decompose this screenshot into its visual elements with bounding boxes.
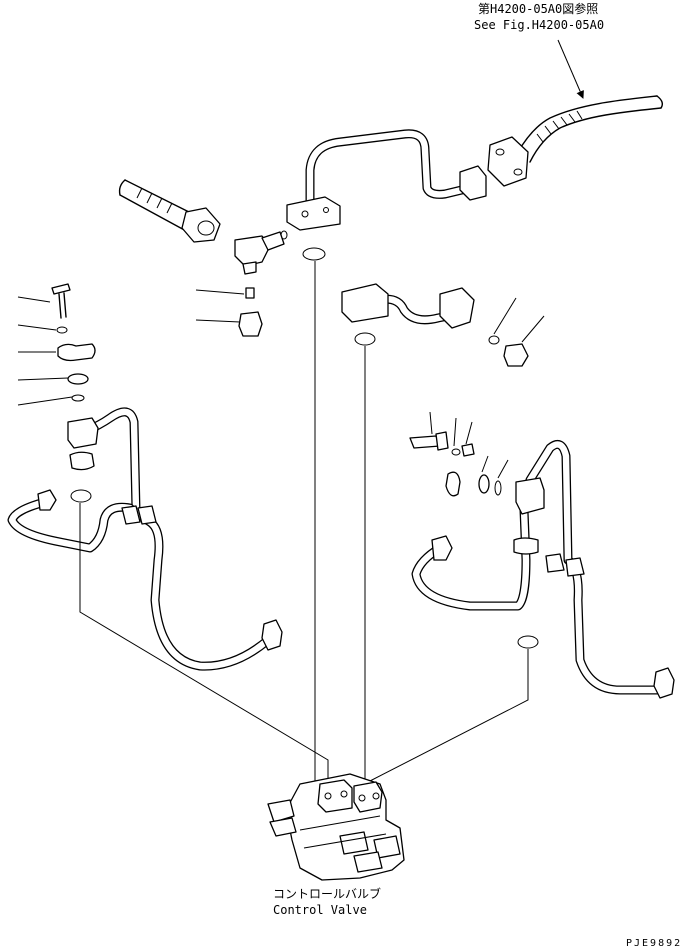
o-ring-center	[302, 247, 326, 261]
tee-fitting	[234, 231, 285, 337]
reference-label-english: See Fig.H4200-05A0	[474, 18, 604, 32]
tube-right-assembly	[411, 439, 675, 699]
control-valve-label-english: Control Valve	[273, 903, 367, 917]
left-parts-stack	[17, 283, 96, 406]
tube-middle-right	[341, 283, 545, 367]
right-parts-stack	[409, 411, 509, 497]
control-valve-body	[267, 773, 405, 881]
reference-pointer-arrow	[557, 39, 584, 99]
o-ring-right	[354, 332, 376, 346]
control-valve-label-japanese: コントロールバルブ	[273, 886, 381, 901]
hose-upper-left	[118, 179, 221, 243]
leader-tee-nut	[195, 319, 241, 323]
reference-label-japanese: 第H4200-05A0図参照	[478, 1, 598, 16]
tube-left-assembly	[7, 407, 283, 671]
hose-assembly-upper-right	[487, 95, 664, 187]
connection-lines	[79, 261, 529, 790]
tube-upper-u	[280, 129, 487, 240]
drawing-code: PJE9892	[626, 938, 682, 949]
leader-tee-nipple	[195, 289, 245, 295]
